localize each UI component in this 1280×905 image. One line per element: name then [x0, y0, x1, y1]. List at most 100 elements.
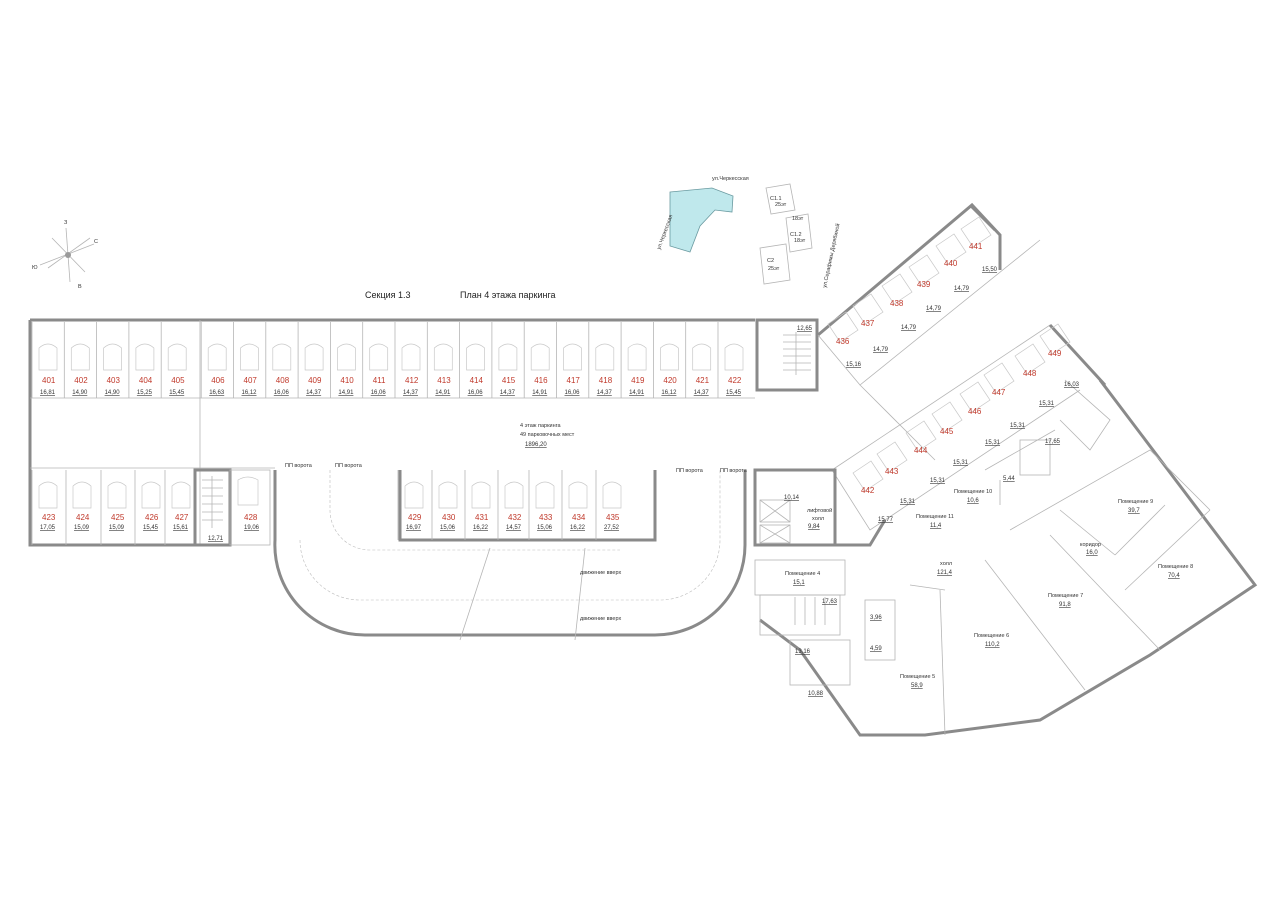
- spot-area: 16,06: [371, 390, 387, 396]
- spot-number: 433: [539, 513, 553, 522]
- spot-area: 15,09: [109, 525, 125, 531]
- car-outline: [908, 254, 940, 286]
- spot-number: 415: [502, 376, 516, 385]
- car-outline: [568, 481, 588, 509]
- spot-number: 444: [914, 446, 928, 455]
- spot-number: 420: [663, 376, 677, 385]
- compass-rose: З С В Ю: [32, 220, 98, 290]
- spot-number: 402: [74, 376, 88, 385]
- spot-number: 412: [405, 376, 419, 385]
- car-outline: [960, 216, 992, 248]
- car-outline: [171, 481, 191, 509]
- parking-spot-428[interactable]: 428 19,06: [237, 476, 260, 531]
- car-outline: [660, 343, 679, 371]
- spot-area: 15,06: [440, 525, 456, 531]
- room-1316-area: 13,16: [795, 649, 811, 655]
- spot-number: 446: [968, 407, 982, 416]
- floor-total-area: 1896,20: [525, 442, 547, 448]
- spot-number: 401: [42, 376, 56, 385]
- car-outline: [595, 343, 615, 371]
- car-outline: [724, 343, 744, 371]
- compass-south: В: [78, 284, 82, 290]
- parking-spot-435[interactable]: 435 27,52: [595, 470, 622, 540]
- spot-number: 417: [567, 376, 581, 385]
- building-mid-floors: 18эт: [792, 216, 804, 222]
- stair-top-area: 12,65: [797, 326, 813, 332]
- corridor-label: коридор: [1080, 542, 1101, 548]
- spot-area: 16,63: [209, 390, 225, 396]
- car-outline: [983, 362, 1015, 394]
- gate-label-4: ПП ворота: [720, 468, 748, 474]
- spot-number: 435: [606, 513, 620, 522]
- room-10-area: 10,6: [967, 498, 979, 504]
- spot-area: 14,37: [403, 390, 419, 396]
- spot-area: 16,06: [468, 390, 484, 396]
- spot-number: 436: [836, 337, 850, 346]
- spot-number: 432: [508, 513, 522, 522]
- building-c12-floors: 18эт: [794, 238, 806, 244]
- room-4-label: Помещение 4: [785, 571, 820, 577]
- car-outline: [935, 233, 967, 265]
- parking-spot-412[interactable]: 412 14,37: [394, 322, 421, 398]
- room-544-area: 5,44: [1003, 476, 1015, 482]
- spot-area: 14,79: [926, 306, 942, 312]
- spot-area: 14,37: [306, 390, 322, 396]
- car-outline: [504, 481, 524, 509]
- spot-area: 15,31: [1010, 423, 1026, 429]
- spot-number: 438: [890, 299, 904, 308]
- car-outline: [438, 481, 458, 509]
- room-8-area: 70,4: [1168, 573, 1180, 579]
- spot-area: 14,37: [597, 390, 613, 396]
- spot-area: 15,25: [137, 390, 153, 396]
- spot-area: 27,52: [604, 525, 620, 531]
- spot-area: 16,81: [40, 390, 56, 396]
- parking-spot-401[interactable]: 401 16,81: [31, 322, 58, 398]
